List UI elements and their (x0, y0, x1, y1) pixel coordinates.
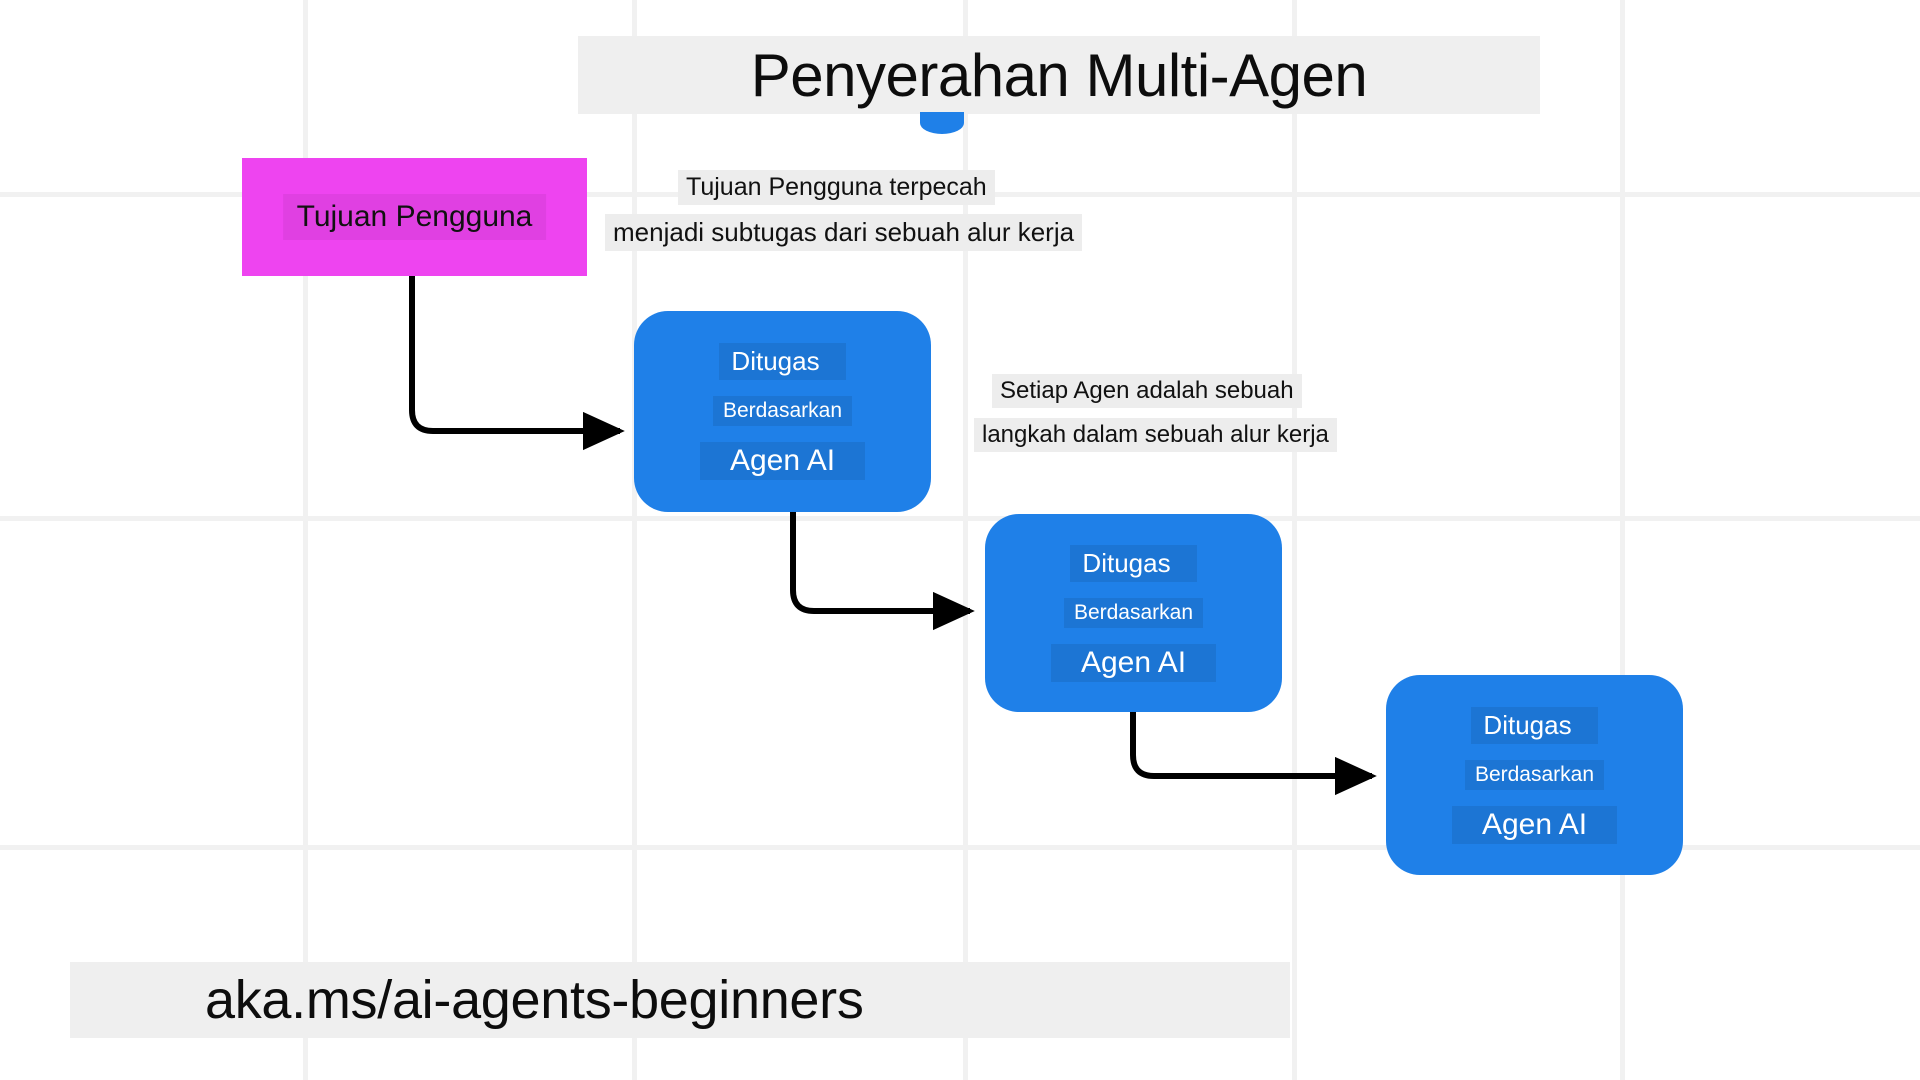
agent-node-1[interactable]: Ditugas Berdasarkan Agen AI (634, 311, 931, 512)
grid-line-horizontal (0, 845, 1920, 850)
blue-arc-artifact (920, 112, 964, 134)
user-goal-label: Tujuan Pengguna (282, 194, 547, 240)
grid-line-vertical (1620, 0, 1625, 1080)
note-goal-split-line1: Tujuan Pengguna terpecah (678, 170, 995, 205)
agent-basis-label: Berdasarkan (1464, 759, 1605, 790)
grid-line-vertical (963, 0, 968, 1080)
grid-line-horizontal (0, 516, 1920, 521)
agent-assigned-label: Ditugas (719, 343, 846, 380)
agent-name-label: Agen AI (1050, 643, 1217, 682)
grid-line-vertical (632, 0, 637, 1080)
agent-assigned-label: Ditugas (1070, 544, 1197, 582)
agent-name-label: Agen AI (1451, 805, 1618, 844)
grid-line-vertical (303, 0, 308, 1080)
agent-assigned-label: Ditugas (1471, 706, 1598, 744)
agent-name-label: Agen AI (699, 442, 866, 480)
agent-node-3[interactable]: Ditugas Berdasarkan Agen AI (1386, 675, 1683, 875)
note-agent-step-line1: Setiap Agen adalah sebuah (992, 374, 1302, 408)
note-goal-split-line2: menjadi subtugas dari sebuah alur kerja (605, 214, 1083, 251)
agent-basis-label: Berdasarkan (712, 396, 853, 426)
footer-url[interactable]: aka.ms/ai-agents-beginners (70, 962, 1290, 1038)
grid-line-vertical (1292, 0, 1297, 1080)
user-goal-box[interactable]: Tujuan Pengguna (242, 158, 587, 276)
note-agent-step-line2: langkah dalam sebuah alur kerja (974, 418, 1337, 452)
page-title: Penyerahan Multi-Agen (578, 36, 1540, 114)
agent-basis-label: Berdasarkan (1063, 597, 1204, 628)
agent-node-2[interactable]: Ditugas Berdasarkan Agen AI (985, 514, 1282, 712)
